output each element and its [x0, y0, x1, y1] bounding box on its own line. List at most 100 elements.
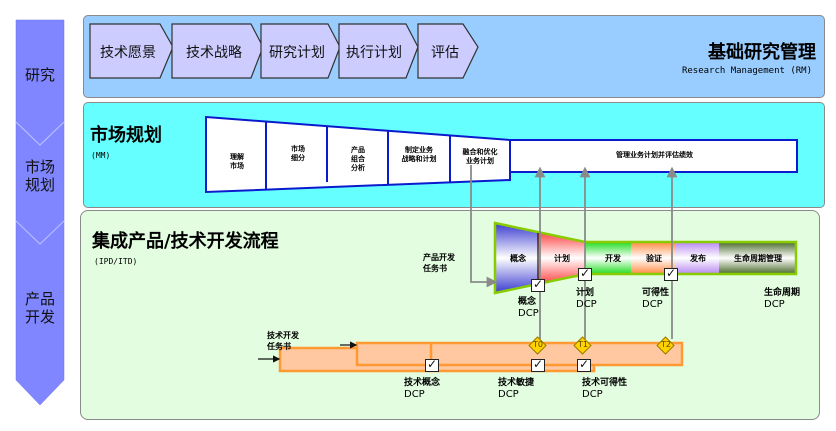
market-cell-1-line2: 市场: [230, 162, 244, 170]
market-final-cell: 管理业务计划并评估绩效: [616, 151, 693, 159]
market-funnel: [205, 115, 798, 194]
check-icon: ✓: [580, 266, 591, 280]
tech-dcp-agile-type: DCP: [498, 389, 519, 400]
stage-plan: 计划: [554, 254, 570, 263]
dcp-availability-label: 可得性 DCP: [642, 288, 669, 310]
market-cell-3-line3: 分析: [351, 164, 365, 172]
phase-label-market-line2: 规划: [24, 176, 55, 194]
dcp-plan-type: DCP: [576, 299, 597, 310]
dcp-concept-label: 概念 DCP: [518, 297, 539, 319]
milestone-t0: T0: [528, 336, 547, 355]
dcp-lifecycle-name: 生命周期: [764, 288, 801, 298]
product-charter-line2: 任务书: [423, 264, 447, 273]
stage-concept-shape: [495, 223, 538, 293]
stage-concept: 概念: [510, 254, 526, 263]
milestone-t1: T1: [573, 336, 592, 355]
market-final-cell-shape: [509, 139, 798, 173]
milestone-t1-label: T1: [578, 340, 588, 349]
dcp-concept-name: 概念: [518, 297, 537, 307]
tech-bar-upper: [355, 341, 684, 367]
milestone-t2-label: T2: [661, 340, 671, 349]
market-cell-5: 融合和优化 业务计划: [450, 148, 510, 166]
market-cell-3: 产品 组合 分析: [328, 146, 388, 173]
research-steps: [89, 23, 479, 79]
research-step-5-shape: [417, 23, 479, 79]
research-step-2: 技术战略: [186, 45, 242, 61]
dcp-availability-type: DCP: [642, 299, 663, 310]
research-step-1: 技术愿景: [100, 45, 156, 61]
market-cell-5-line1: 融合和优化: [462, 148, 498, 156]
phase-label-product-line2: 开发: [24, 308, 55, 326]
market-title: 市场规划: [90, 125, 162, 146]
milestone-t2: T2: [656, 336, 675, 355]
dcp-plan-checkbox: ✓: [578, 266, 592, 281]
stage-lifecycle-shape: [719, 242, 796, 274]
market-cell-2-line2: 细分: [291, 154, 305, 162]
ipd-subtitle: (IPD/ITD): [94, 257, 138, 266]
tech-dcp-availability-label: 技术可得性 DCP: [582, 378, 627, 400]
check-icon: ✓: [427, 357, 438, 371]
dcp-plan-name: 计划: [576, 288, 595, 298]
stage-plan-shape: [538, 233, 585, 283]
phase-label-market-line1: 市场: [24, 158, 55, 176]
dcp-lifecycle-type: DCP: [764, 299, 785, 310]
tech-dcp-concept-type: DCP: [404, 389, 425, 400]
tech-dcp-agile-label: 技术敏捷 DCP: [498, 378, 534, 400]
market-cell-2-line1: 市场: [291, 145, 305, 153]
market-cell-1: 理解 市场: [208, 153, 266, 171]
dcp-concept-checkbox: ✓: [531, 277, 545, 292]
stage-lifecycle: 生命周期管理: [734, 254, 782, 263]
research-step-5: 评估: [431, 45, 459, 61]
milestone-t0-label: T0: [533, 340, 543, 349]
tech-dcp-availability-type: DCP: [582, 389, 603, 400]
dcp-concept-type: DCP: [518, 308, 539, 319]
market-funnel-outline: [205, 115, 511, 194]
tech-charter-line2: 任务书: [267, 342, 291, 351]
phase-column: [15, 19, 65, 406]
research-step-4: 执行计划: [346, 45, 402, 61]
research-step-4-shape: [338, 23, 419, 79]
research-step-3-shape: [260, 23, 341, 79]
product-charter-label: 产品开发 任务书: [423, 252, 455, 274]
tech-dcp-concept-checkbox: ✓: [425, 357, 439, 372]
research-title: 基础研究管理: [708, 42, 816, 63]
phase-divider-1: [15, 121, 65, 146]
phase-label-product-line1: 产品: [24, 290, 55, 308]
market-cell-3-line1: 产品: [351, 146, 365, 154]
check-icon: ✓: [533, 357, 544, 371]
phase-label-market: 市场 规划: [16, 158, 64, 194]
market-cell-4-line2: 战略和计划: [401, 155, 437, 163]
dcp-lifecycle-label: 生命周期 DCP: [764, 288, 800, 310]
market-cell-3-line2: 组合: [351, 155, 365, 163]
market-subtitle: (MM): [91, 151, 111, 160]
stage-release-shape: [676, 242, 719, 274]
tech-dcp-concept-label: 技术概念 DCP: [404, 378, 440, 400]
research-subtitle: Research Management (RM): [681, 66, 812, 76]
phase-divider-2: [15, 220, 65, 245]
tech-charter-label: 技术开发 任务书: [267, 330, 299, 352]
research-step-2-shape: [171, 23, 264, 79]
market-cell-1-line1: 理解: [230, 153, 244, 161]
stage-verify: 验证: [646, 254, 662, 263]
tech-charter-line1: 技术开发: [267, 331, 299, 340]
stage-release: 发布: [690, 254, 706, 263]
tech-dcp-agile-name: 技术敏捷: [498, 378, 535, 388]
phase-label-research: 研究: [24, 66, 55, 84]
phase-arrow-shape: [15, 19, 65, 406]
dcp-availability-name: 可得性: [642, 288, 670, 298]
tech-dcp-concept-name: 技术概念: [404, 378, 441, 388]
check-icon: ✓: [666, 266, 677, 280]
dcp-availability-checkbox: ✓: [664, 266, 678, 281]
check-icon: ✓: [533, 277, 544, 291]
product-charter-line1: 产品开发: [423, 253, 455, 262]
tech-dcp-availability-checkbox: ✓: [577, 357, 591, 372]
research-step-1-shape: [89, 23, 174, 79]
tech-dcp-availability-name: 技术可得性: [582, 378, 628, 388]
stage-develop-shape: [585, 242, 631, 274]
dcp-plan-label: 计划 DCP: [576, 288, 597, 310]
market-cell-5-line2: 业务计划: [466, 157, 494, 165]
ipd-title: 集成产品/技术开发流程: [92, 231, 279, 252]
research-step-3: 研究计划: [269, 45, 325, 61]
stage-develop: 开发: [605, 254, 621, 263]
